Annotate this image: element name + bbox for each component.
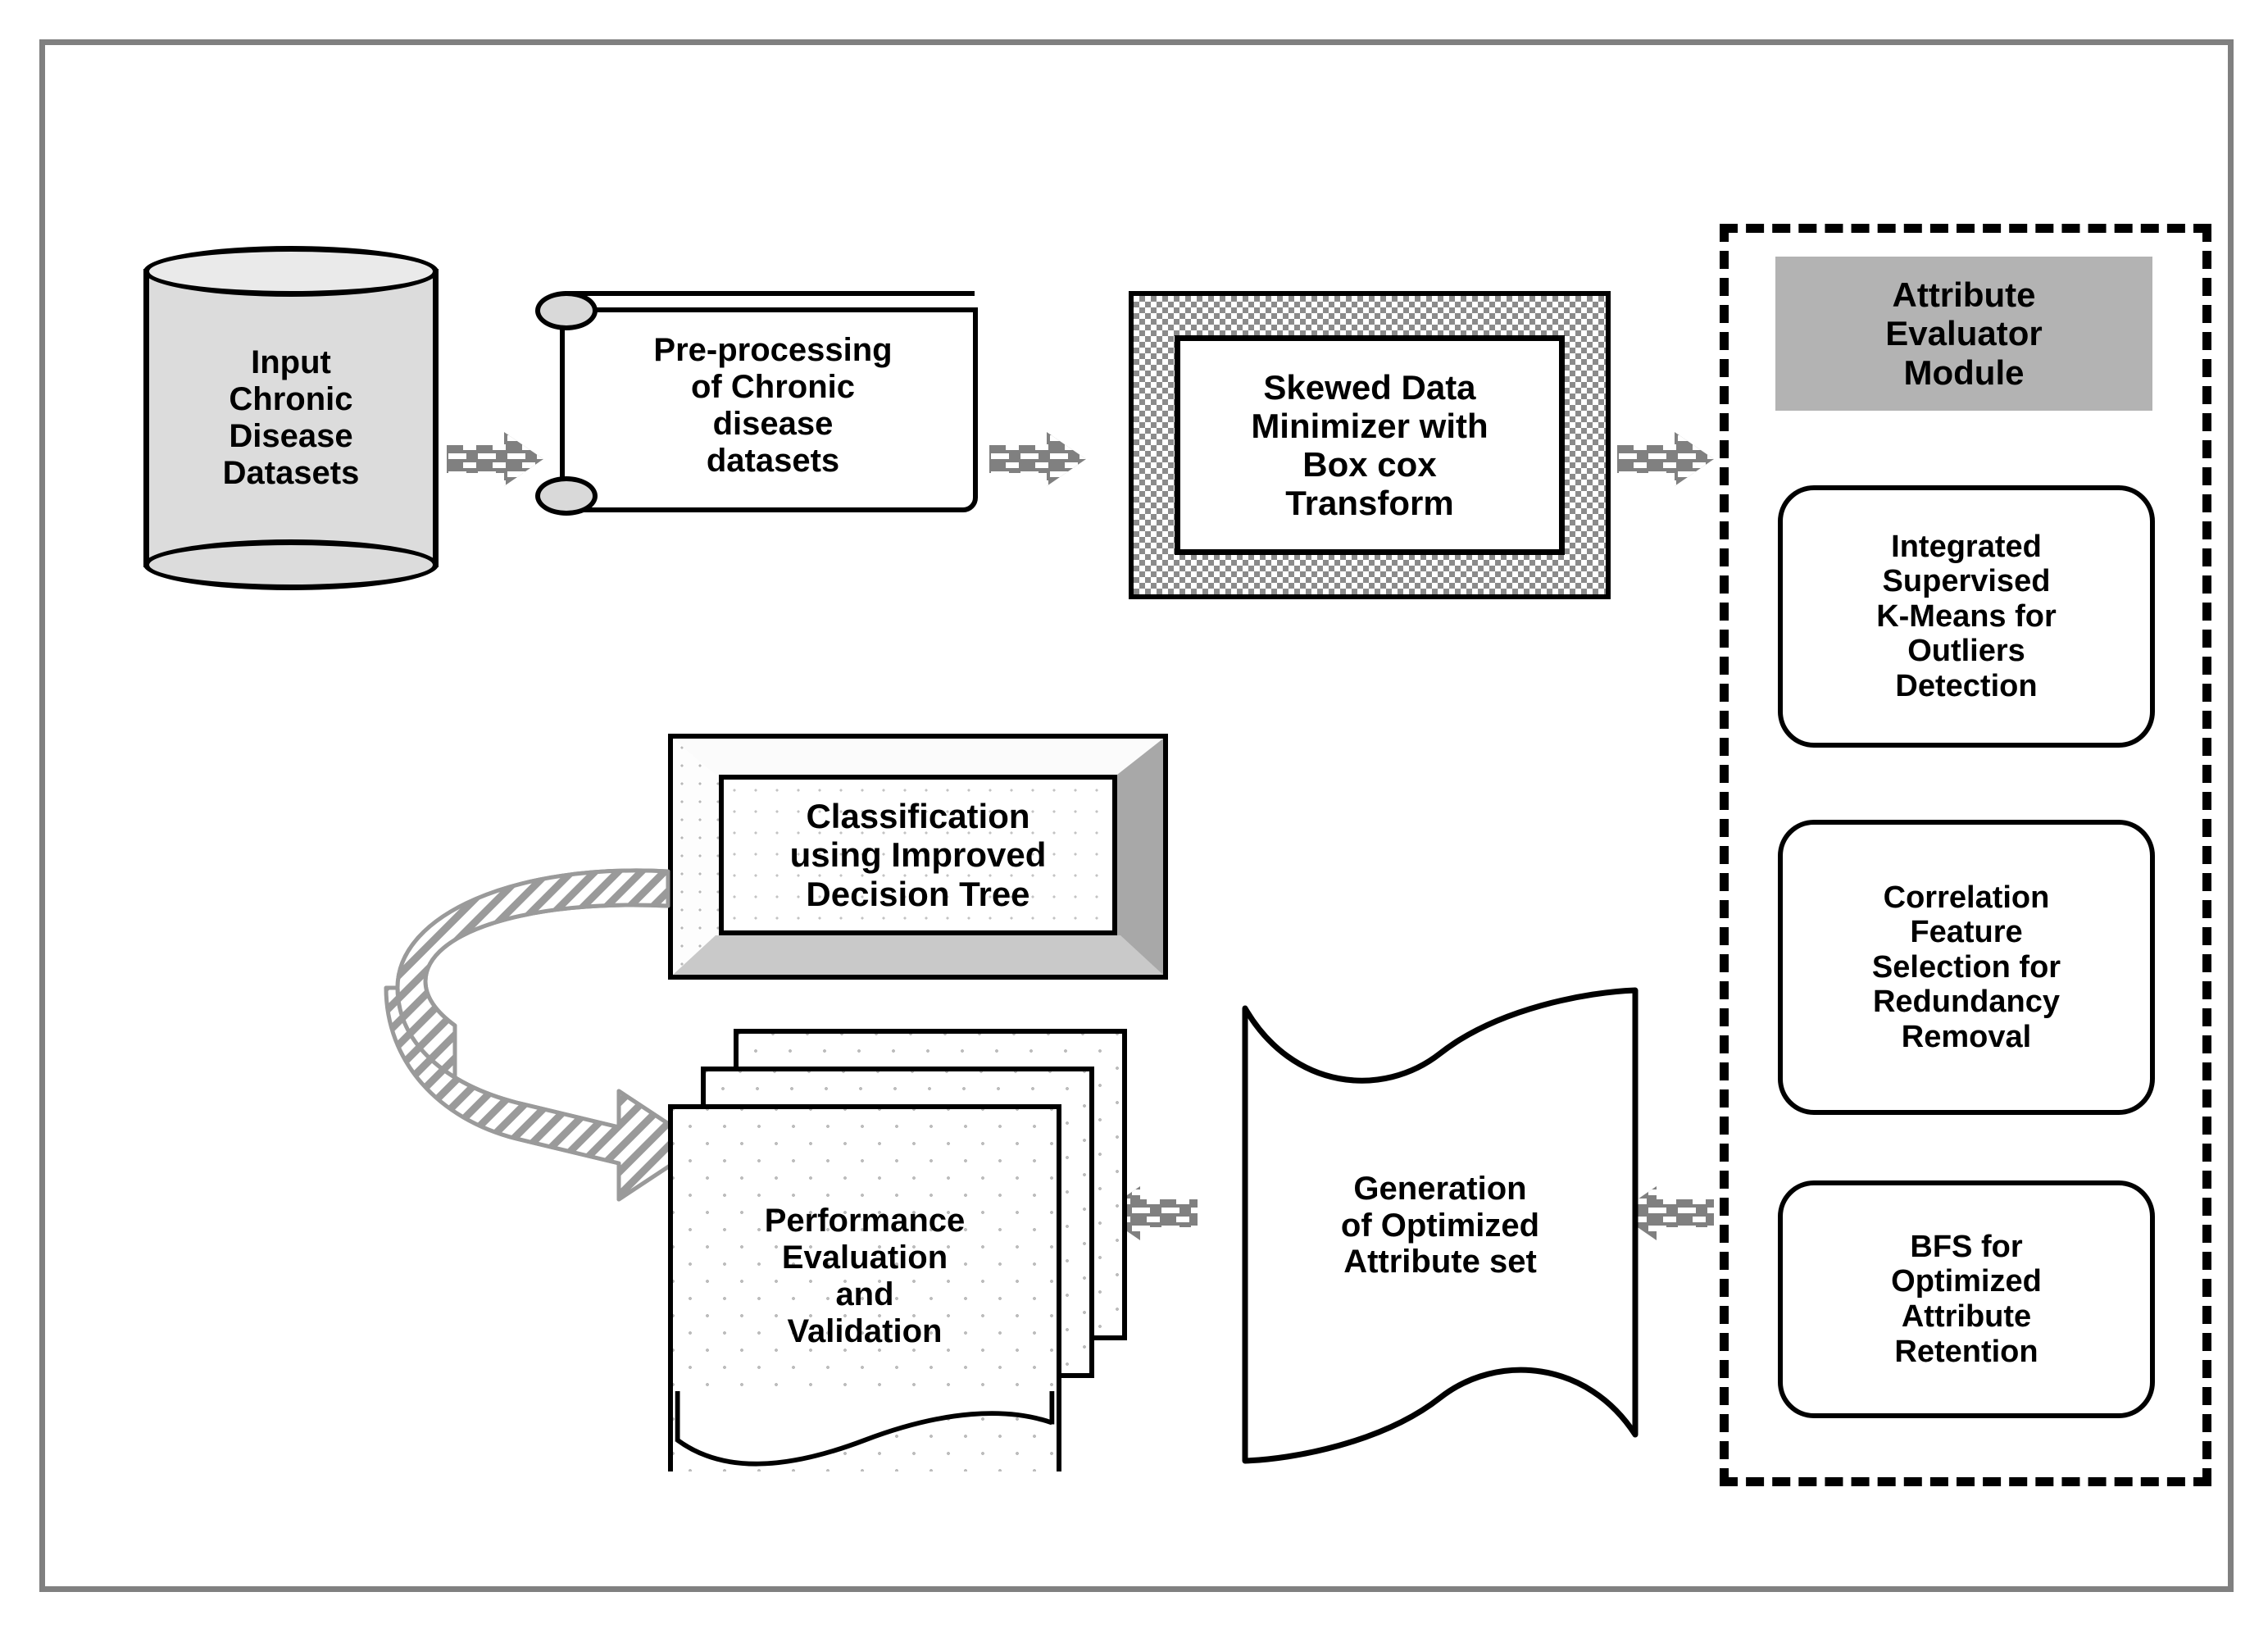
node-label: BFS for Optimized Attribute Retention	[1891, 1229, 2042, 1369]
diagram-frame: Input Chronic Disease Datasets Pre-proce…	[39, 39, 2234, 1592]
skewed-inner-panel: Skewed Data Minimizer with Box cox Trans…	[1175, 335, 1565, 555]
arrow-classification-to-performance	[373, 857, 758, 1234]
node-label: Classification using Improved Decision T…	[789, 797, 1047, 913]
node-bfs-optimized-attribute-retention: BFS for Optimized Attribute Retention	[1778, 1180, 2155, 1418]
arrow-input-to-preprocessing	[447, 406, 553, 512]
node-classification-improved-decision-tree: Classification using Improved Decision T…	[668, 734, 1168, 980]
cylinder-top-ellipse	[143, 246, 439, 297]
scroll-top-edge	[565, 291, 975, 296]
frame-right-bevel	[1117, 739, 1163, 975]
arrow-attribute-module-to-generation	[1617, 1160, 1724, 1267]
cylinder-body	[143, 269, 439, 567]
node-correlation-feature-selection: Correlation Feature Selection for Redund…	[1778, 820, 2155, 1115]
wave-document-shape	[1242, 987, 1639, 1464]
document-wavy-bottom	[675, 1391, 1055, 1467]
node-skewed-data-minimizer: Skewed Data Minimizer with Box cox Trans…	[1129, 291, 1611, 599]
node-preprocessing-chronic-disease-datasets: Pre-processing of Chronic disease datase…	[535, 291, 978, 521]
node-label: Skewed Data Minimizer with Box cox Trans…	[1251, 367, 1489, 523]
node-generation-optimized-attribute-set: Generation of Optimized Attribute set	[1235, 976, 1645, 1476]
node-performance-evaluation-validation: Performance Evaluation and Validation	[668, 1029, 1127, 1471]
arrow-skewed-to-attribute-module	[1617, 406, 1724, 512]
scroll-left-spine	[560, 306, 565, 512]
scroll-sheet	[560, 307, 978, 512]
node-integrated-supervised-kmeans: Integrated Supervised K-Means for Outlie…	[1778, 485, 2155, 748]
node-label: Integrated Supervised K-Means for Outlie…	[1876, 529, 2057, 703]
frame-bottom-bevel	[673, 935, 1163, 975]
arrow-preprocessing-to-skewed	[989, 406, 1096, 512]
frame-inner-panel: Classification using Improved Decision T…	[719, 775, 1117, 935]
node-label: Correlation Feature Selection for Redund…	[1871, 880, 2061, 1054]
scroll-curl-top-icon	[535, 291, 598, 330]
attribute-evaluator-module-title: Attribute Evaluator Module	[1775, 257, 2152, 411]
frame-top-bevel	[673, 739, 1163, 775]
scroll-curl-bottom-icon	[535, 476, 598, 516]
node-label: Attribute Evaluator Module	[1885, 275, 2043, 392]
cylinder-bottom-ellipse	[143, 539, 439, 590]
node-input-chronic-disease-datasets: Input Chronic Disease Datasets	[143, 246, 439, 590]
